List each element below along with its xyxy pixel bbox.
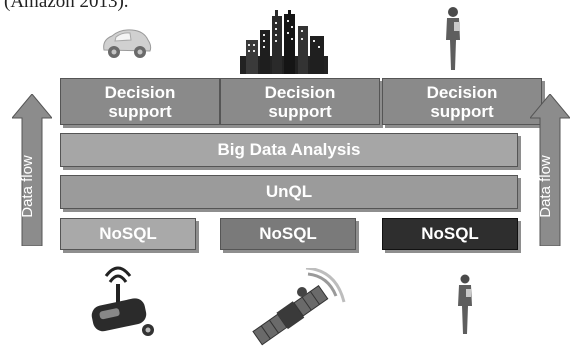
decision-support-label: Decision support: [264, 83, 336, 121]
caption-fragment: (Amazon 2013).: [4, 0, 129, 12]
person-icon: [446, 7, 460, 70]
data-flow-label-right: Data flow: [536, 155, 554, 218]
big-data-analysis-layer: Big Data Analysis: [60, 133, 518, 167]
data-flow-arrow-left: Data flow: [10, 93, 54, 247]
nosql-label: NoSQL: [259, 224, 317, 243]
sensor-device-icon: [91, 266, 154, 336]
big-data-analysis-label: Big Data Analysis: [217, 140, 361, 159]
decision-support-label: Decision support: [104, 83, 176, 121]
nosql-box-2: NoSQL: [220, 218, 356, 250]
nosql-box-3: NoSQL: [382, 218, 518, 250]
data-flow-label-left: Data flow: [18, 155, 36, 218]
nosql-label: NoSQL: [421, 224, 479, 243]
satellite-icon: [252, 268, 346, 346]
decision-support-label: Decision support: [426, 83, 498, 121]
person-icon: [458, 274, 472, 334]
decision-support-box-3: Decision support: [382, 78, 542, 125]
car-icon: [103, 29, 152, 58]
unql-layer: UnQL: [60, 175, 518, 209]
data-flow-arrow-right: Data flow: [528, 93, 571, 247]
city-skyline-icon: [240, 10, 328, 74]
decision-support-box-2: Decision support: [220, 78, 380, 125]
decision-support-box-1: Decision support: [60, 78, 220, 125]
unql-label: UnQL: [265, 182, 313, 201]
nosql-label: NoSQL: [99, 224, 157, 243]
nosql-box-1: NoSQL: [60, 218, 196, 250]
